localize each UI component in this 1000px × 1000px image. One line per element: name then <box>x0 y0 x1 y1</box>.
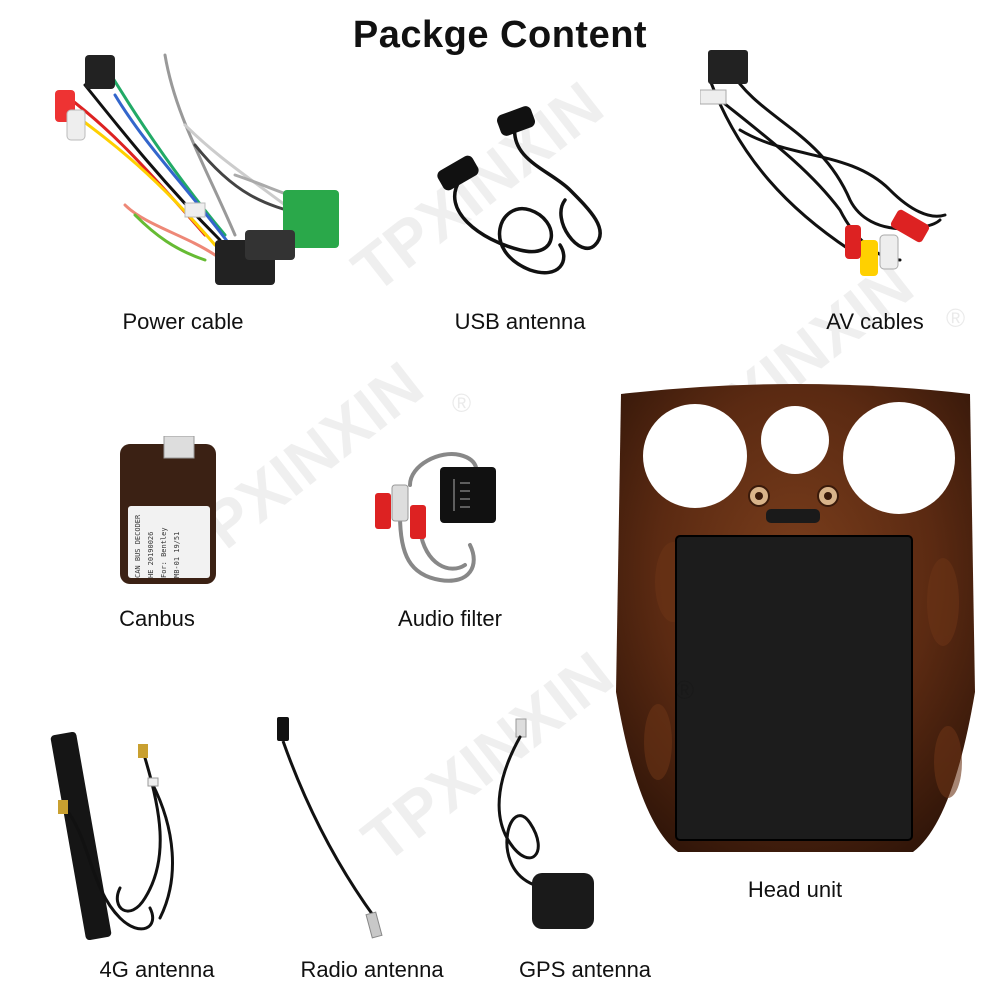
usb-antenna-image <box>420 100 620 285</box>
head-unit-image <box>613 382 978 854</box>
power-cable-image <box>45 35 345 305</box>
gps-antenna-image <box>470 713 610 943</box>
4g-antenna-image <box>50 728 200 948</box>
page-title: Packge Content <box>352 14 648 56</box>
canbus-line-1: CAN BUS DECODER <box>134 514 142 578</box>
radio-antenna-label: Radio antenna <box>300 957 444 982</box>
av-cables-label: AV cables <box>826 309 924 334</box>
audio-filter-label: Audio filter <box>398 606 502 631</box>
gps-antenna-label: GPS antenna <box>518 957 652 982</box>
registered-mark-icon: ® <box>675 675 695 705</box>
usb-antenna-label: USB antenna <box>454 309 586 334</box>
canbus-sticker: CAN BUS DECODER HE 20190026 For: Bentley… <box>132 502 184 578</box>
4g-antenna-label: 4G antenna <box>99 957 215 982</box>
canbus-label: Canbus <box>119 606 195 631</box>
registered-mark-icon: ® <box>452 388 472 418</box>
registered-mark-icon: ® <box>946 303 966 333</box>
head-unit-label: Head unit <box>747 877 843 902</box>
audio-filter-image <box>370 445 510 595</box>
canbus-line-4: MB-01 19/51 <box>173 531 181 578</box>
av-cables-image <box>700 40 960 290</box>
canbus-line-2: HE 20190026 <box>147 531 155 578</box>
power-cable-label: Power cable <box>122 309 244 334</box>
canbus-line-3: For: Bentley <box>160 527 168 578</box>
radio-antenna-image <box>265 713 405 943</box>
canbus-image: CAN BUS DECODER HE 20190026 For: Bentley… <box>118 436 218 586</box>
